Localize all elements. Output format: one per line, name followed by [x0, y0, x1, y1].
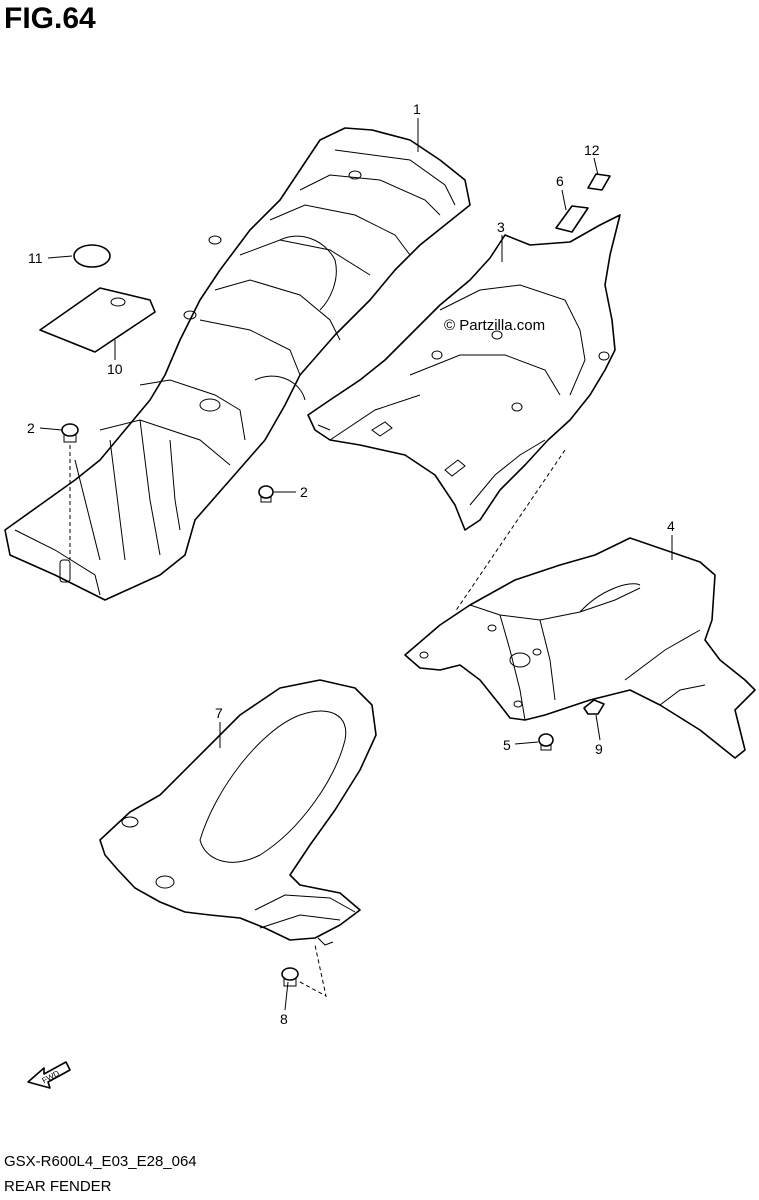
- callout-2-center: 2: [300, 484, 308, 500]
- model-code: GSX-R600L4_E03_E28_064: [4, 1153, 197, 1170]
- callout-7: 7: [215, 705, 223, 721]
- leader-9: [595, 714, 601, 741]
- section-name: REAR FENDER: [4, 1178, 112, 1195]
- part-7-hugger-fender: [99, 679, 377, 946]
- part-8-bolt: [281, 967, 299, 987]
- part-12-pad: [587, 173, 611, 191]
- fwd-arrow-icon: FWD: [27, 1061, 71, 1089]
- assembly-line-3-to-4: [454, 449, 566, 613]
- part-10-pad: [39, 287, 156, 353]
- callout-4: 4: [667, 518, 675, 534]
- watermark-text: © Partzilla.com: [444, 317, 545, 334]
- callout-12: 12: [584, 142, 600, 158]
- callout-8: 8: [280, 1011, 288, 1027]
- part-3-inner-fender: [307, 214, 621, 531]
- callout-3: 3: [497, 219, 505, 235]
- leader-8: [284, 981, 289, 1011]
- leader-11: [47, 255, 73, 259]
- leader-12: [593, 157, 599, 176]
- leader-5: [514, 741, 539, 745]
- part-9-nut: [583, 699, 605, 715]
- part-4-license-bracket: [404, 537, 756, 759]
- figure-title: FIG.64: [4, 2, 96, 35]
- part-11-ring: [73, 244, 111, 268]
- part-1-rear-fender-tray: [4, 127, 471, 601]
- callout-6: 6: [556, 173, 564, 189]
- callout-10: 10: [107, 361, 123, 377]
- part-6-pad: [555, 205, 589, 233]
- part-2-bolt-left: [61, 423, 79, 443]
- callout-5: 5: [503, 737, 511, 753]
- callout-9: 9: [595, 741, 603, 757]
- assembly-line-8: [299, 944, 327, 997]
- leader-2-left: [39, 427, 63, 431]
- part-5-bolt: [538, 733, 554, 751]
- callout-2-left: 2: [27, 420, 35, 436]
- callout-11: 11: [28, 250, 43, 266]
- callout-1: 1: [413, 101, 421, 117]
- part-2-bolt-center: [258, 485, 274, 503]
- leader-6: [561, 189, 567, 211]
